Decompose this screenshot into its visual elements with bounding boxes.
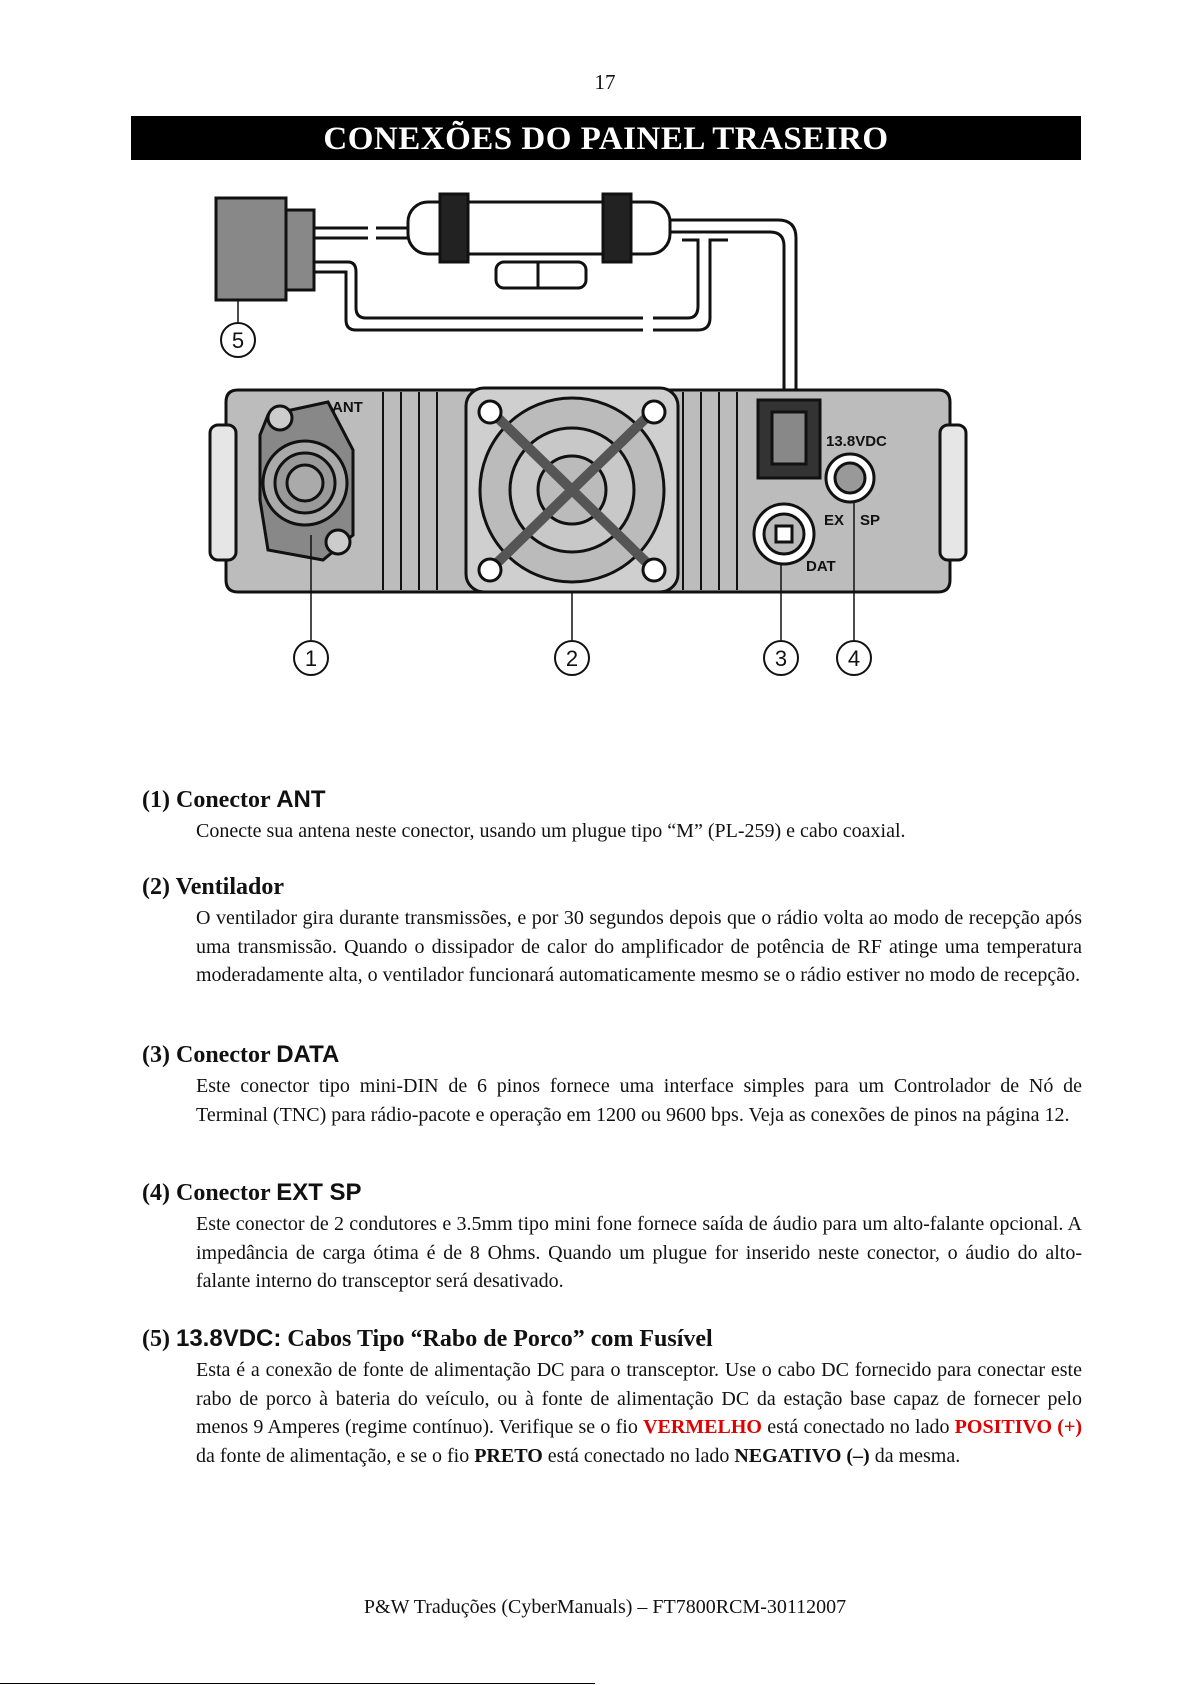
section-data: (3) Conector DATA Este conector tipo min… bbox=[142, 1040, 1082, 1129]
section-heading: (5) 13.8VDC: Cabos Tipo “Rabo de Porco” … bbox=[142, 1325, 713, 1352]
section-fan: (2) Ventilador O ventilador gira durante… bbox=[142, 872, 1082, 990]
page-title: CONEXÕES DO PAINEL TRASEIRO bbox=[131, 116, 1081, 160]
section-body: O ventilador gira durante transmissões, … bbox=[196, 907, 1082, 986]
section-ext-sp: (4) Conector EXT SP Este conector de 2 c… bbox=[142, 1178, 1082, 1296]
section-heading: (3) Conector DATA bbox=[142, 1041, 340, 1068]
section-ant: (1) Conector ANT Conecte sua antena nest… bbox=[142, 785, 1082, 846]
black-wire-text: PRETO bbox=[474, 1444, 543, 1467]
negative-text: NEGATIVO (–) bbox=[734, 1444, 870, 1467]
rear-panel-diagram: ANT 13.8VDC EX SP DAT 5 1 2 3 4 bbox=[208, 192, 968, 676]
section-body: Esta é a conexão de fonte de alimentação… bbox=[196, 1359, 1083, 1467]
page-number: 17 bbox=[594, 70, 616, 94]
page-footer: P&W Traduções (CyberManuals) – FT7800RCM… bbox=[363, 1596, 847, 1618]
callout-5: 5 bbox=[232, 328, 244, 353]
section-body: Este conector de 2 condutores e 3.5mm ti… bbox=[196, 1213, 1082, 1292]
section-heading: (2) Ventilador bbox=[142, 874, 285, 900]
ex-label: EX bbox=[824, 512, 844, 529]
section-body: Este conector tipo mini-DIN de 6 pinos f… bbox=[196, 1075, 1082, 1126]
section-heading: (4) Conector EXT SP bbox=[142, 1179, 362, 1206]
callout-2: 2 bbox=[566, 646, 578, 671]
ant-label: ANT bbox=[332, 399, 363, 416]
vdc-label: 13.8VDC bbox=[826, 433, 887, 450]
bottom-rule bbox=[0, 1683, 595, 1684]
section-heading: (1) Conector ANT bbox=[142, 786, 326, 813]
dat-label: DAT bbox=[806, 558, 836, 575]
positive-text: POSITIVO (+) bbox=[954, 1416, 1083, 1438]
callout-4: 4 bbox=[848, 646, 860, 671]
sp-label: SP bbox=[860, 512, 880, 529]
callout-1: 1 bbox=[305, 646, 317, 671]
callout-3: 3 bbox=[775, 646, 787, 671]
red-wire-text: VERMELHO bbox=[643, 1416, 762, 1438]
section-body: Conecte sua antena neste conector, usand… bbox=[196, 820, 906, 842]
section-13-8vdc: (5) 13.8VDC: Cabos Tipo “Rabo de Porco” … bbox=[142, 1324, 1082, 1470]
